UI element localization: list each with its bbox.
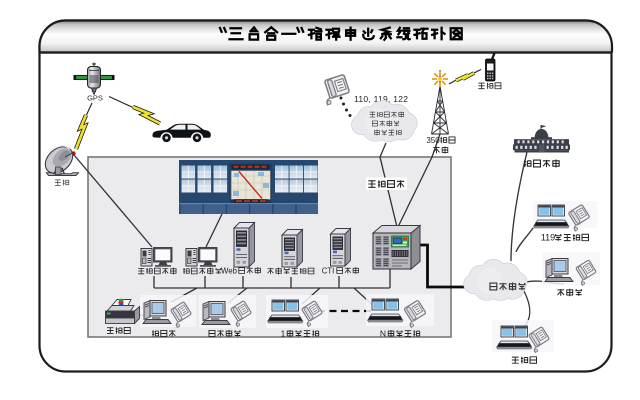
svg-text:Web: Web (221, 267, 238, 276)
svg-text:119: 119 (541, 233, 555, 243)
svg-text:N: N (380, 329, 386, 339)
svg-text:1: 1 (281, 329, 286, 339)
svg-text:110, 119, 122: 110, 119, 122 (354, 94, 408, 104)
svg-text:CTI: CTI (322, 267, 335, 276)
svg-text:350: 350 (426, 136, 440, 145)
svg-text:GPS: GPS (87, 94, 103, 103)
